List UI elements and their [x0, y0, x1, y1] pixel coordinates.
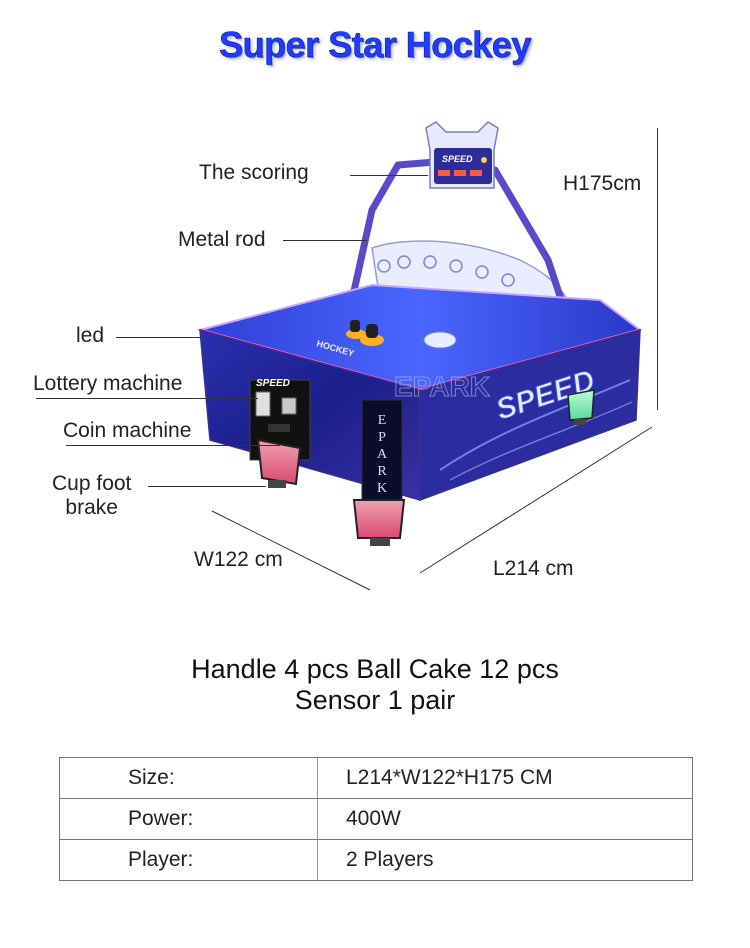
callout-lottery-machine: Lottery machine [33, 372, 183, 395]
accessories-line-2: Sensor 1 pair [294, 685, 456, 715]
callout-cup-foot: Cup foot brake [52, 472, 131, 520]
leg-front-right [352, 499, 406, 546]
table-row: Size: L214*W122*H175 CM [59, 757, 693, 799]
callout-metal-rod-line [283, 240, 367, 241]
spec-value-player: 2 Players [317, 839, 693, 881]
mallets [346, 320, 384, 346]
svg-text:R: R [377, 464, 387, 479]
callout-coin-machine: Coin machine [63, 419, 192, 442]
dimension-width: W122 cm [194, 548, 283, 571]
panel-speed-text: SPEED [256, 378, 290, 389]
spec-value-size: L214*W122*H175 CM [317, 757, 693, 799]
coin-slot [281, 397, 297, 415]
svg-text:P: P [378, 430, 386, 445]
page-title: Super Star Hockey [219, 24, 532, 66]
air-hockey-table-image: SPEED HOCKEY SPEED SPEED E P A R K [196, 121, 643, 546]
svg-text:K: K [377, 481, 387, 496]
height-dimension-line [657, 128, 658, 410]
table-side-panel [419, 329, 641, 502]
spec-label-power: Power: [59, 798, 318, 840]
scoreboard-speed-text: SPEED [442, 154, 473, 164]
callout-scoring-line [350, 175, 428, 176]
callout-cup-foot-line2: brake [65, 496, 118, 519]
spec-table: Size: L214*W122*H175 CM Power: 400W Play… [59, 757, 693, 881]
callout-scoring: The scoring [199, 161, 309, 184]
dimension-height: H175cm [563, 172, 642, 195]
leg-back-right [567, 389, 595, 425]
scoreboard [425, 121, 499, 189]
accessories-line-1: Handle 4 pcs Ball Cake 12 pcs [191, 654, 559, 684]
callout-lottery-line [36, 398, 258, 399]
callout-led-line [116, 337, 204, 338]
svg-text:A: A [377, 447, 388, 462]
watermark: EPARK [394, 371, 490, 402]
spec-label-player: Player: [59, 839, 318, 881]
back-wall-decor [377, 255, 515, 287]
callout-metal-rod: Metal rod [178, 228, 266, 251]
width-dimension-line [211, 426, 653, 591]
dimension-length: L214 cm [493, 557, 574, 580]
lottery-slot [255, 391, 271, 417]
corner-post-letters: E P A R K [377, 413, 388, 496]
callout-coin-line [66, 445, 280, 446]
leg-front-left [256, 438, 302, 488]
table-row: Player: 2 Players [59, 839, 693, 881]
spec-label-size: Size: [59, 757, 318, 799]
callout-cup-foot-line1: Cup foot [52, 472, 132, 495]
puck [423, 331, 457, 349]
table-row: Power: 400W [59, 798, 693, 840]
callout-cup-foot-line [148, 486, 266, 487]
svg-text:E: E [378, 413, 387, 428]
callout-led: led [76, 324, 105, 347]
corner-post [361, 399, 403, 501]
spec-value-power: 400W [317, 798, 693, 840]
